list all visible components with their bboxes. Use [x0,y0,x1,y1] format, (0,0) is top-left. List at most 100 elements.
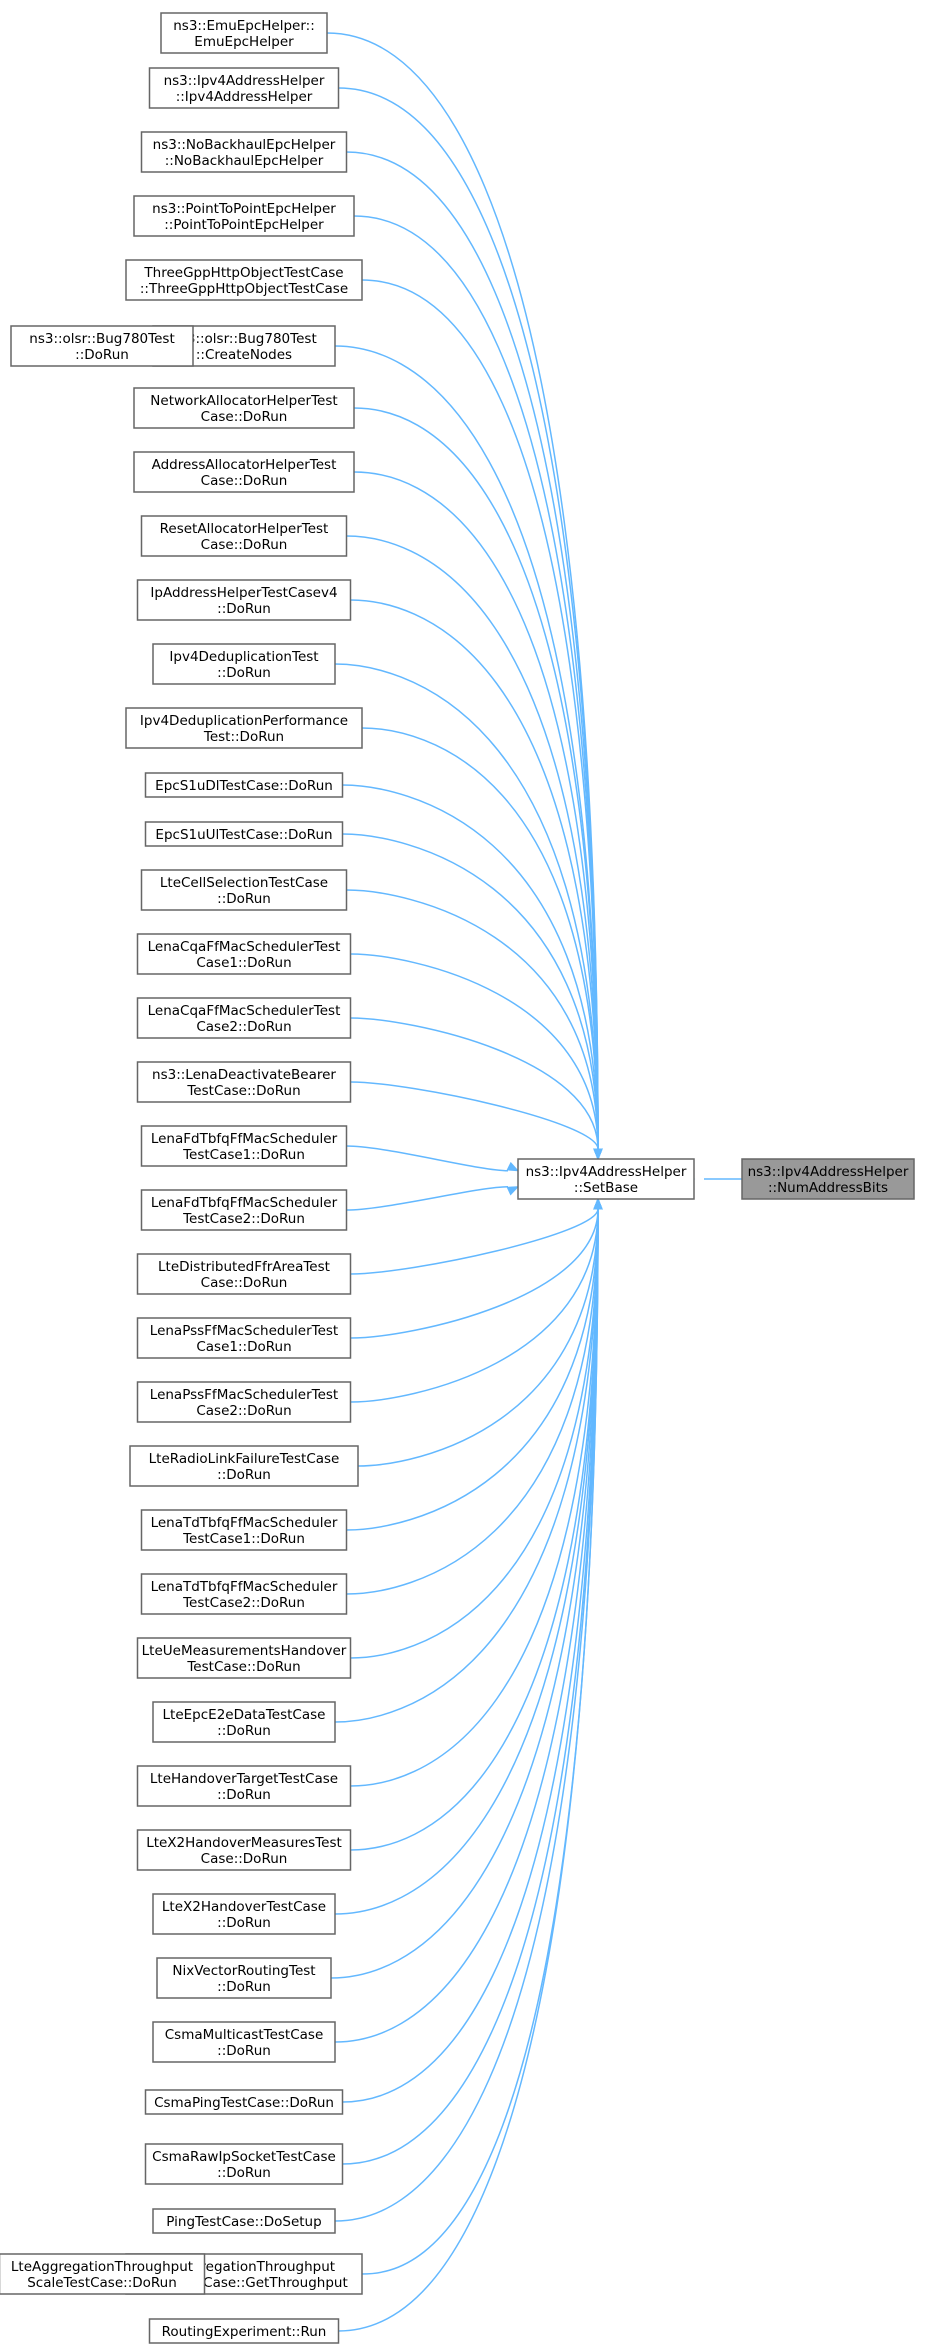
node-routingexperiment[interactable]: RoutingExperiment::Run [148,2318,340,2344]
node-label: ns3::NoBackhaulEpcHelper [153,137,336,153]
node-nobackhaulepchelper[interactable]: ns3::NoBackhaulEpcHelper::NoBackhaulEpcH… [140,131,348,173]
node-box[interactable] [133,195,355,237]
node-box[interactable] [136,1829,352,1871]
node-label: ::NumAddressBits [768,1180,888,1196]
node-ltehandovertargettestcase[interactable]: LteHandoverTargetTestCase::DoRun [136,1765,352,1807]
node-csmamulticasttestcase[interactable]: CsmaMulticastTestCase::DoRun [152,2021,336,2063]
node-box[interactable] [144,821,344,847]
node-box[interactable] [741,1158,915,1200]
node-ltecellselectiontestcase[interactable]: LteCellSelectionTestCase::DoRun [140,869,348,911]
node-lteaggregationthroughput-dorun[interactable]: LteAggregationThroughputScaleTestCase::D… [0,2253,206,2295]
node-ipaddresshelpertestcasev4[interactable]: IpAddressHelperTestCasev4::DoRun [136,579,352,621]
node-nixvectorroutingtest[interactable]: NixVectorRoutingTest::DoRun [156,1957,332,1999]
node-box[interactable] [129,1445,359,1487]
node-box[interactable] [517,1158,695,1200]
node-box[interactable] [140,1509,348,1551]
node-label: LteUeMeasurementsHandover [142,1643,347,1659]
node-box[interactable] [156,1957,332,1999]
edge-ltemeasurementshandovertestcase-setbase [350,1208,599,1659]
node-label: ::DoRun [217,665,271,681]
node-lteradiolinkfailuretestcase[interactable]: LteRadioLinkFailureTestCase::DoRun [129,1445,359,1487]
node-epcs1udltestcase[interactable]: EpcS1uDlTestCase::DoRun [144,772,344,798]
node-box[interactable] [136,1253,352,1295]
node-box[interactable] [0,2253,206,2295]
node-box[interactable] [148,67,340,109]
node-lteepce2edatatestcase[interactable]: LteEpcE2eDataTestCase::DoRun [152,1701,336,1743]
edge-addressallocatorhelpertestcase-setbase [353,471,599,1150]
edge-lenadeactivatebearertestcase-setbase [350,1081,599,1150]
node-label: LteDistributedFfrAreaTest [158,1259,330,1275]
node-box[interactable] [125,259,363,301]
node-box[interactable] [152,1701,336,1743]
node-emuepchelper[interactable]: ns3::EmuEpcHelper::EmuEpcHelper [160,12,328,54]
node-label: TestCase1::DoRun [182,1531,305,1547]
node-numaddressbits[interactable]: ns3::Ipv4AddressHelper::NumAddressBits [741,1158,915,1200]
node-box[interactable] [136,1317,352,1359]
node-box[interactable] [136,1061,352,1103]
node-setbase[interactable]: ns3::Ipv4AddressHelper::SetBase [517,1158,695,1200]
node-label: IpAddressHelperTestCasev4 [150,585,337,601]
node-box[interactable] [136,579,352,621]
node-threegpphttpobjecttestcase[interactable]: ThreeGppHttpObjectTestCase::ThreeGppHttp… [125,259,363,301]
node-box[interactable] [152,2021,336,2063]
node-box[interactable] [140,1573,348,1615]
node-box[interactable] [140,131,348,173]
node-box[interactable] [148,2318,340,2344]
node-pointtopointepchelper[interactable]: ns3::PointToPointEpcHelper::PointToPoint… [133,195,355,237]
node-label: LenaCqaFfMacSchedulerTest [148,939,341,955]
node-ipv4deduplicationtest[interactable]: Ipv4DeduplicationTest::DoRun [152,643,336,685]
node-pingtestcase[interactable]: PingTestCase::DoSetup [152,2208,336,2234]
node-box[interactable] [136,1381,352,1423]
node-ipv4addresshelper[interactable]: ns3::Ipv4AddressHelper::Ipv4AddressHelpe… [148,67,340,109]
node-box[interactable] [152,1893,336,1935]
node-csmarawipsockettestcase[interactable]: CsmaRawIpSocketTestCase::DoRun [144,2143,344,2185]
node-label: EmuEpcHelper [194,34,294,50]
node-box[interactable] [133,451,355,493]
node-box[interactable] [144,2143,344,2185]
node-label: ns3::olsr::Bug780Test [171,331,316,347]
node-csmapingtestcase[interactable]: CsmaPingTestCase::DoRun [144,2089,344,2115]
node-box[interactable] [140,1125,348,1167]
node-epcs1uultestcase[interactable]: EpcS1uUlTestCase::DoRun [144,821,344,847]
node-box[interactable] [140,1189,348,1231]
node-box[interactable] [152,2208,336,2234]
node-box[interactable] [136,1637,352,1679]
node-box[interactable] [140,869,348,911]
node-bug780-dorun[interactable]: ns3::olsr::Bug780Test::DoRun [10,325,194,367]
node-box[interactable] [136,933,352,975]
edge-resetallocatorhelpertestcase-setbase [346,535,599,1150]
node-label: LteX2HandoverMeasuresTest [146,1835,342,1851]
node-box[interactable] [144,772,344,798]
node-box[interactable] [133,387,355,429]
node-label: Case::DoRun [201,537,288,553]
node-box[interactable] [136,997,352,1039]
node-box[interactable] [10,325,194,367]
node-box[interactable] [152,643,336,685]
edge-networkallocatorhelpertestcase-setbase [353,407,599,1150]
node-box[interactable] [160,12,328,54]
node-label: Ipv4DeduplicationPerformance [140,713,348,729]
node-label: LenaTdTbfqFfMacScheduler [151,1515,338,1531]
node-box[interactable] [136,1765,352,1807]
node-ltex2handovertestcase[interactable]: LteX2HandoverTestCase::DoRun [152,1893,336,1935]
node-box[interactable] [140,515,348,557]
node-box[interactable] [125,707,363,749]
node-box[interactable] [144,2089,344,2115]
